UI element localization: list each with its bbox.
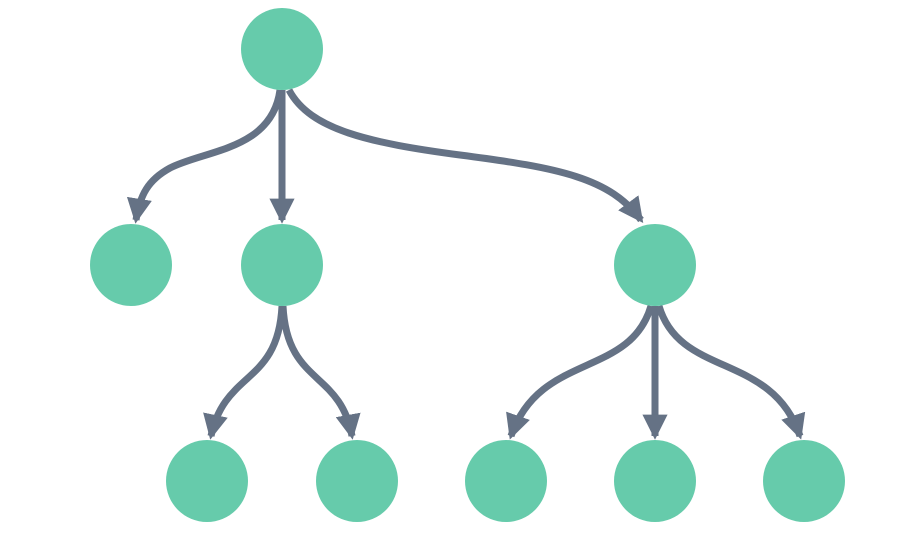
node-grandchild-2b <box>316 440 398 522</box>
nodes-layer <box>90 8 845 522</box>
node-grandchild-3b <box>614 440 696 522</box>
node-grandchild-3a <box>465 440 547 522</box>
edge-child-2-to-grandchild-2b <box>279 305 361 440</box>
node-child-2 <box>241 224 323 306</box>
edge-root-to-child-1 <box>126 89 284 224</box>
edge-child-3-to-grandchild-3c <box>655 304 806 440</box>
node-child-3 <box>614 224 696 306</box>
edge-root-to-child-3 <box>285 88 644 224</box>
edge-child-2-to-grandchild-2a <box>203 305 286 440</box>
node-grandchild-2a <box>166 440 248 522</box>
node-child-1 <box>90 224 172 306</box>
node-root <box>241 8 323 90</box>
node-grandchild-3c <box>763 440 845 522</box>
edge-child-3-to-grandchild-3a <box>506 304 655 440</box>
edges-layer <box>126 88 806 440</box>
